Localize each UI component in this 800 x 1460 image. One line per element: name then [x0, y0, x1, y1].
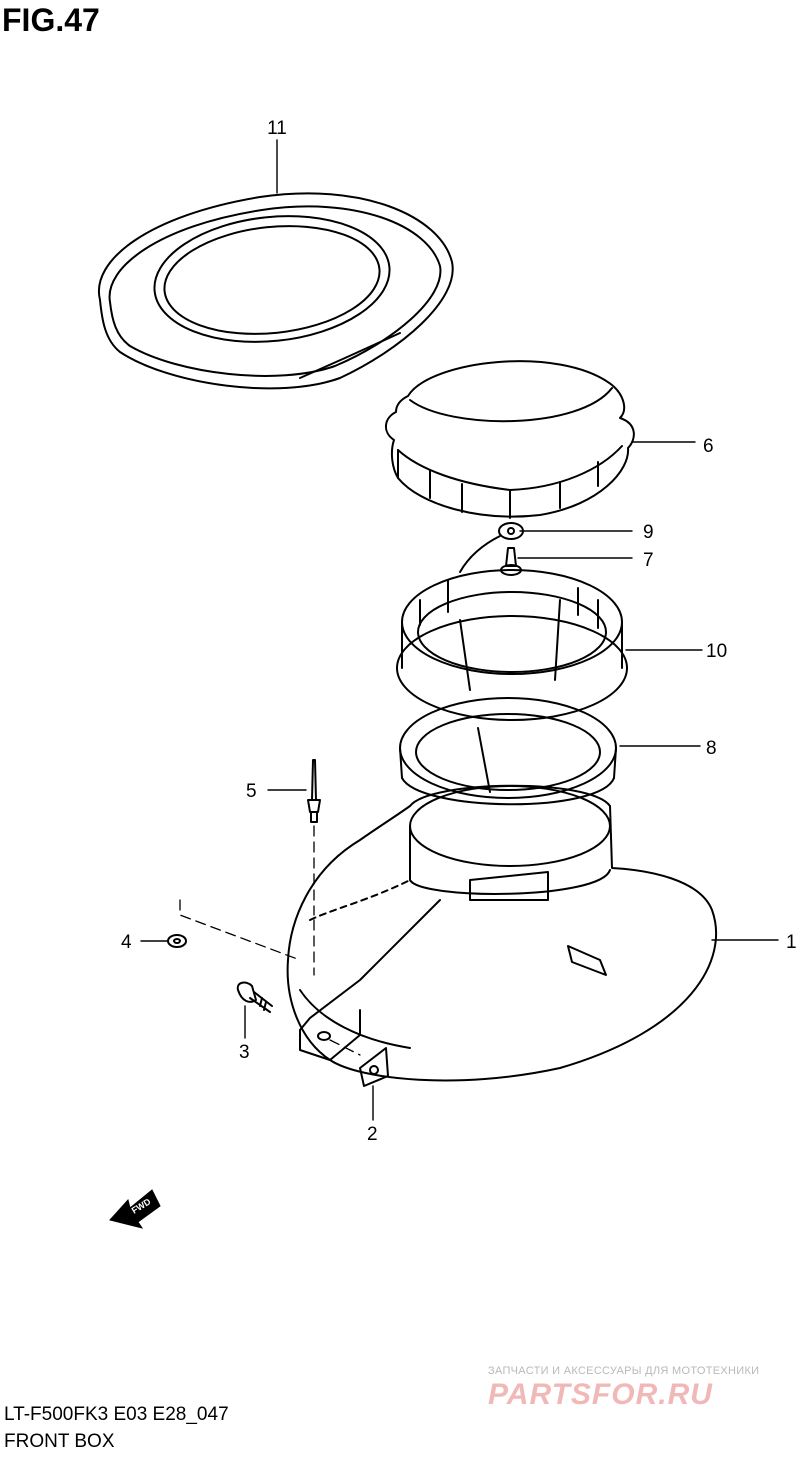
callout-10: 10 [706, 641, 727, 662]
callout-9: 9 [643, 522, 654, 543]
part-11-gasket [97, 192, 454, 390]
figure-title: FIG.47 [2, 2, 100, 38]
callout-2: 2 [367, 1124, 378, 1145]
part-6-cap [385, 360, 635, 519]
callout-7: 7 [643, 550, 654, 571]
callout-leader-lines [140, 139, 779, 1121]
callout-11: 11 [267, 118, 287, 139]
part-8-ring [399, 697, 617, 806]
assembly-guide-lines [179, 825, 361, 1056]
part-10-ring [396, 569, 628, 721]
part-1-bracket [299, 879, 441, 1061]
figure-caption: FRONT BOX [4, 1431, 115, 1452]
callout-3: 3 [239, 1042, 250, 1063]
model-code: LT-F500FK3 E03 E28_047 [4, 1404, 229, 1425]
callout-6: 6 [703, 436, 714, 457]
callout-5: 5 [246, 781, 257, 802]
part-4-washer [167, 934, 187, 948]
callout-1: 1 [786, 932, 797, 953]
callout-4: 4 [121, 932, 132, 953]
part-5-rivet [307, 759, 321, 823]
part-3-bolt [236, 981, 273, 1013]
part-1-front-box [286, 784, 717, 1082]
part-2-clip-nut [359, 1047, 389, 1087]
watermark-logo: PARTSFOR.RU [488, 1378, 713, 1411]
watermark-subtitle: ЗАПЧАСТИ И АКСЕССУАРЫ ДЛЯ МОТОТЕХНИКИ [488, 1365, 760, 1377]
fwd-arrow-icon: FWD [109, 1189, 161, 1229]
callout-8: 8 [706, 738, 717, 759]
